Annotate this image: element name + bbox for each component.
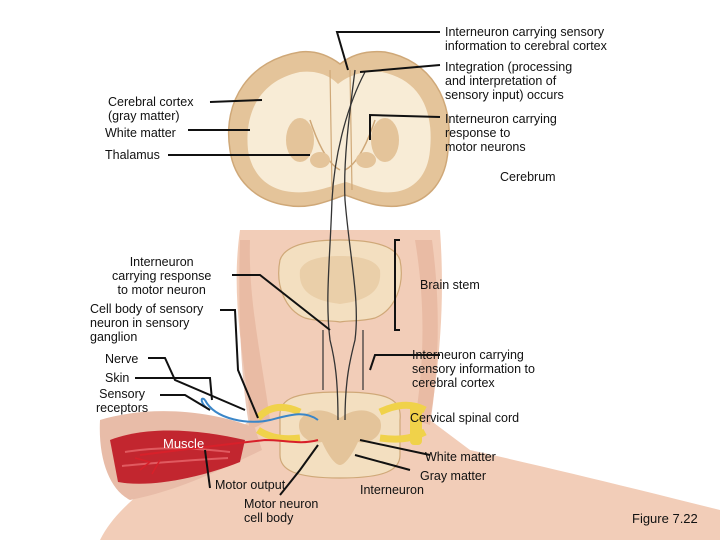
cerebrum-section [229, 52, 450, 207]
label-cervical-spinal-cord: Cervical spinal cord [410, 411, 519, 425]
label-sensory-receptors: Sensory receptors [96, 387, 148, 415]
label-cerebrum: Cerebrum [500, 170, 556, 184]
label-nerve: Nerve [105, 352, 138, 366]
figure-caption: Figure 7.22 [632, 512, 698, 526]
label-muscle: Muscle [163, 437, 204, 451]
label-thalamus: Thalamus [105, 148, 160, 162]
label-white-matter-bottom: White matter [425, 450, 496, 464]
label-brain-stem: Brain stem [420, 278, 480, 292]
label-motor-neuron-cell-body: Motor neuron cell body [244, 497, 318, 525]
label-cerebral-cortex: Cerebral cortex (gray matter) [108, 95, 193, 123]
label-cell-body-sensory: Cell body of sensory neuron in sensory g… [90, 302, 203, 344]
label-motor-output: Motor output [215, 478, 285, 492]
label-skin: Skin [105, 371, 129, 385]
brainstem-section [279, 240, 402, 322]
label-interneuron-motor-top: Interneuron carrying response to motor n… [445, 112, 557, 154]
label-interneuron-sensory-mid: Interneuron carrying sensory information… [412, 348, 535, 390]
label-gray-matter: Gray matter [420, 469, 486, 483]
label-interneuron-motor-left: Interneuron carrying response to motor n… [112, 255, 211, 297]
label-interneuron-sensory-cortex-top: Interneuron carrying sensory information… [445, 25, 607, 53]
label-white-matter-top: White matter [105, 126, 176, 140]
label-interneuron: Interneuron [360, 483, 424, 497]
label-integration: Integration (processing and interpretati… [445, 60, 572, 102]
